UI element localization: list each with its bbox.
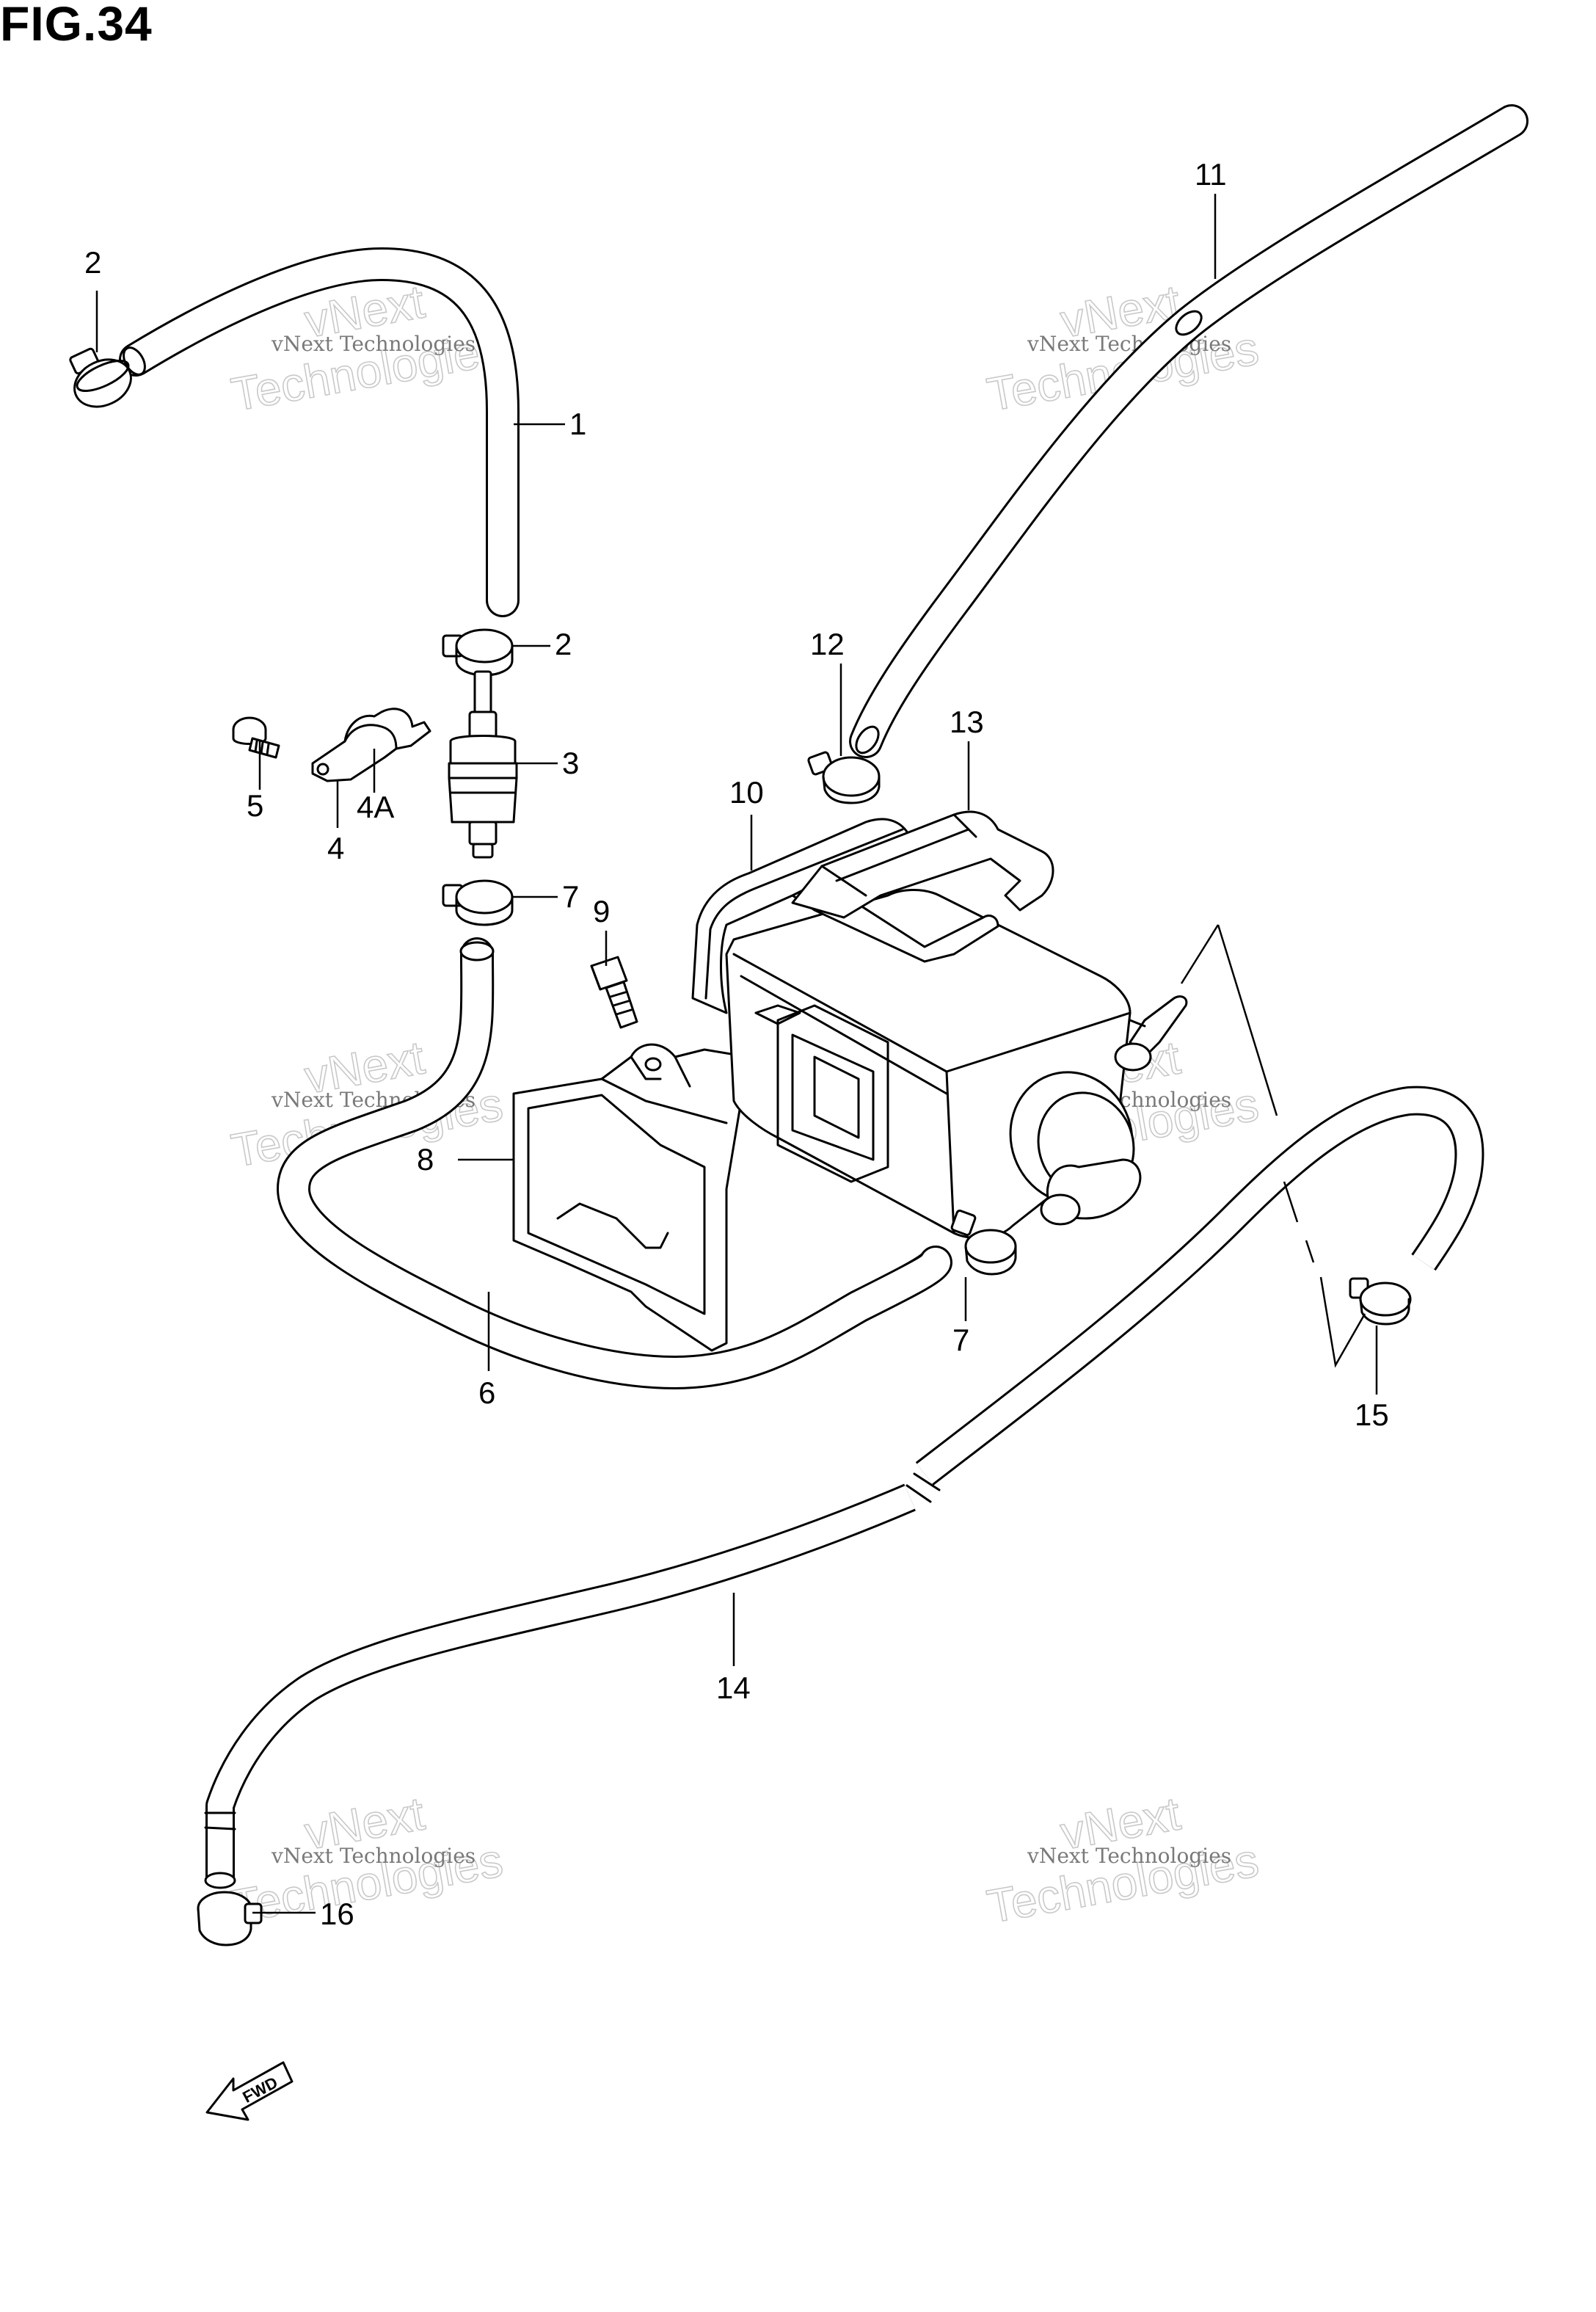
callout-5: 5 [247, 788, 263, 823]
part-9-bolt [590, 956, 638, 1029]
callout-6: 6 [478, 1375, 495, 1410]
watermark-5: vNext Technologies vNext Technologies [227, 1786, 507, 1934]
part-15-clamp [1349, 1277, 1412, 1326]
callout-4A: 4A [357, 790, 394, 824]
callout-11: 11 [1195, 157, 1227, 192]
watermark-small: vNext Technologies [1027, 1844, 1231, 1868]
watermark-small: vNext Technologies [1027, 332, 1231, 356]
part-2-clamp-middle [442, 628, 514, 677]
part-6-hose [277, 937, 952, 1389]
callout-2-middle: 2 [555, 627, 572, 661]
callout-14: 14 [716, 1671, 751, 1705]
callout-1: 1 [569, 407, 586, 441]
callout-15: 15 [1355, 1397, 1389, 1432]
callout-labels: 2 1 2 3 5 4A 4 7 9 10 12 13 11 8 6 7 15 … [84, 157, 1389, 1931]
watermark-small: vNext Technologies [271, 1844, 475, 1868]
part-14-hose [204, 1086, 1484, 1889]
watermark-6: vNext Technologies vNext Technologies [983, 1786, 1263, 1934]
leader-lines [95, 194, 1378, 1914]
part-8-bracket [512, 1039, 787, 1352]
callout-4: 4 [327, 831, 344, 865]
callout-8: 8 [417, 1142, 434, 1177]
part-13-strap [791, 810, 1054, 919]
callout-7-lower: 7 [952, 1323, 969, 1357]
watermark-small: vNext Technologies [271, 332, 475, 356]
part-11-hose [849, 104, 1528, 758]
part-7-clamp-upper [442, 879, 514, 926]
callout-2-top: 2 [84, 245, 101, 280]
part-4-bracket [311, 708, 431, 782]
callout-12: 12 [810, 627, 845, 661]
callout-16: 16 [320, 1897, 354, 1931]
fwd-arrow-icon: FWD [205, 2061, 294, 2121]
part-3-valve [448, 670, 518, 859]
callout-10: 10 [729, 775, 764, 810]
callout-9: 9 [593, 894, 610, 928]
part-10-canister [691, 818, 1188, 1240]
callout-13: 13 [950, 705, 984, 739]
part-2-clamp-top [69, 347, 132, 408]
part-7-clamp-lower [950, 1210, 1017, 1276]
callout-3: 3 [562, 746, 579, 780]
figure-title: FIG.34 [0, 0, 153, 51]
part-12-clamp [807, 751, 881, 804]
callout-7-upper: 7 [562, 879, 579, 914]
part-5-bolt [232, 716, 280, 759]
